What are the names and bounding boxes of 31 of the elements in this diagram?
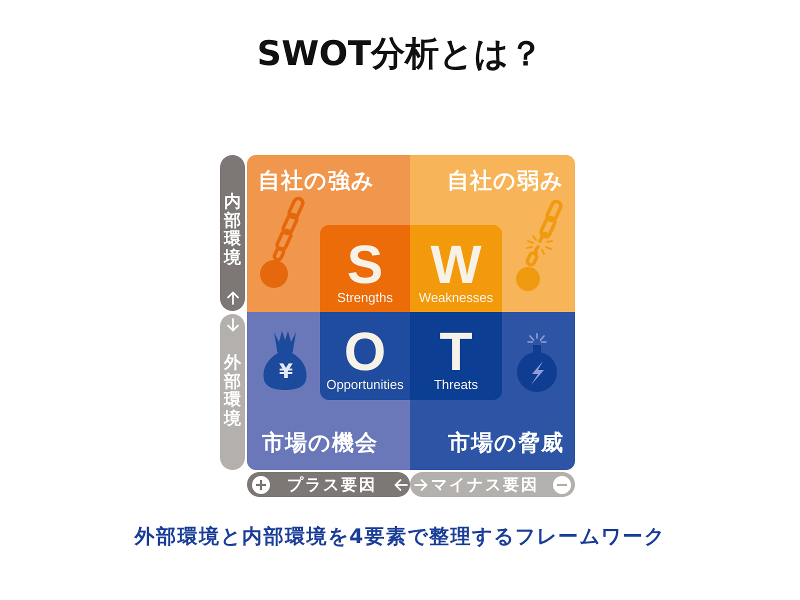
tile-label: Strengths <box>336 291 394 306</box>
yen-sign: ¥ <box>278 361 294 381</box>
quadrant-heading: 市場の脅威 <box>448 433 564 455</box>
swot-tile <box>320 312 410 400</box>
tile-label: Weaknesses <box>418 291 494 306</box>
quadrant-heading: 自社の弱み <box>447 171 564 193</box>
axis-bar <box>220 155 245 311</box>
caption: 外部環境と内部環境を4要素で整理するフレームワーク <box>133 524 667 548</box>
swot-tile <box>320 225 410 312</box>
axis-bar <box>247 472 410 497</box>
tile-letter: O <box>344 325 386 379</box>
quadrant-heading: 自社の強み <box>258 171 375 193</box>
tile-letter: W <box>430 238 482 292</box>
tile-label: Threats <box>432 378 480 392</box>
tile-label: Opportunities <box>325 378 405 392</box>
axis-label: マイナス要因 <box>431 474 539 496</box>
quadrant-panel <box>410 312 575 470</box>
axis-bar <box>410 472 575 497</box>
swot-tile <box>410 225 502 312</box>
axis-label: 外部環境 <box>224 354 241 429</box>
quadrant-panel <box>247 155 410 312</box>
page-title: SWOT分析とは？ <box>256 34 544 75</box>
tile-letter: T <box>440 325 472 379</box>
quadrant-panel <box>247 312 410 470</box>
quadrant-panel <box>410 155 575 312</box>
quadrant-heading: 市場の機会 <box>262 433 378 455</box>
axis-label: 内部環境 <box>224 193 241 268</box>
swot-tile <box>410 312 502 400</box>
axis-bar <box>220 314 245 470</box>
axis-label: プラス要因 <box>287 474 377 496</box>
tile-letter: S <box>346 238 384 292</box>
